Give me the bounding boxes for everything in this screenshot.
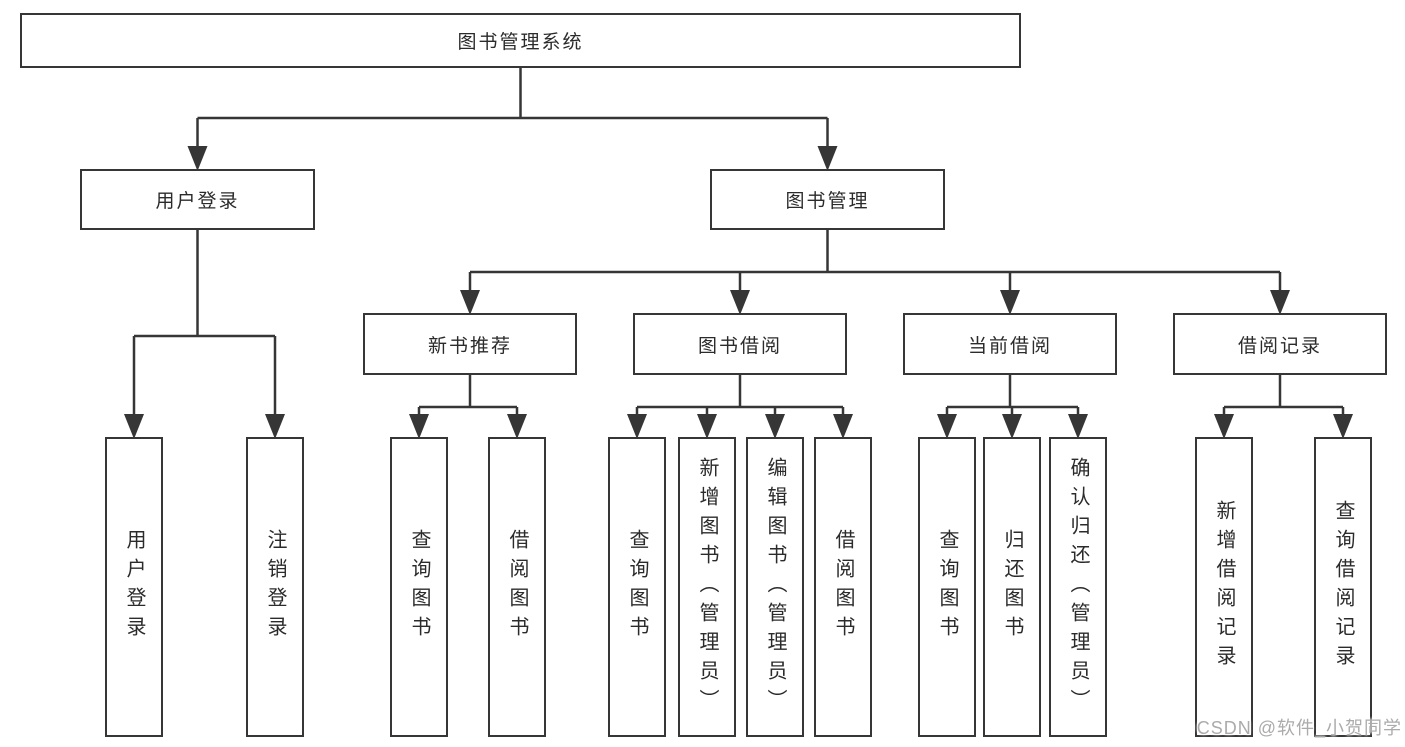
node-current-borrowing: 当前借阅: [903, 313, 1117, 375]
node-book-management: 图书管理: [710, 169, 945, 230]
node-label: 用户登录: [155, 191, 240, 212]
leaf-query-borrow-record: 查询借阅记录: [1314, 437, 1372, 737]
node-label: 新增借阅记录: [1213, 500, 1235, 674]
leaf-borrow-books: 借阅图书: [488, 437, 546, 737]
node-label: 借阅记录: [1237, 335, 1322, 357]
leaf-logout: 注销登录: [246, 437, 304, 737]
node-label: 图书管理: [785, 191, 870, 212]
node-label: 借阅图书: [506, 529, 528, 645]
node-label: 图书管理系统: [457, 32, 584, 53]
node-new-book-recommendation: 新书推荐: [363, 313, 577, 375]
node-label: 新书推荐: [427, 335, 512, 357]
leaf-edit-books-admin: 编辑图书（管理员）: [746, 437, 804, 737]
node-borrowing-records: 借阅记录: [1173, 313, 1387, 375]
node-label: 确认归还（管理员）: [1067, 456, 1089, 718]
csdn-watermark: CSDN @软件_小贺同学: [1196, 718, 1402, 738]
node-book-borrowing: 图书借阅: [633, 313, 847, 375]
node-label: 用户登录: [123, 529, 145, 645]
leaf-query-books: 查询图书: [608, 437, 666, 737]
node-label: 借阅图书: [832, 529, 854, 645]
node-label: 查询图书: [936, 529, 958, 645]
leaf-query-books: 查询图书: [918, 437, 976, 737]
leaf-return-books: 归还图书: [983, 437, 1041, 737]
node-label: 新增图书（管理员）: [696, 456, 718, 718]
node-label: 当前借阅: [967, 335, 1052, 357]
leaf-confirm-return-admin: 确认归还（管理员）: [1049, 437, 1107, 737]
leaf-add-books-admin: 新增图书（管理员）: [678, 437, 736, 737]
leaf-borrow-books: 借阅图书: [814, 437, 872, 737]
leaf-add-borrow-record: 新增借阅记录: [1195, 437, 1253, 737]
node-label: 图书借阅: [697, 335, 782, 357]
node-label: 归还图书: [1001, 529, 1023, 645]
node-user-login: 用户登录: [80, 169, 315, 230]
node-library-management-system: 图书管理系统: [20, 13, 1021, 68]
node-label: 编辑图书（管理员）: [764, 456, 786, 718]
leaf-user-login: 用户登录: [105, 437, 163, 737]
node-label: 查询图书: [626, 529, 648, 645]
node-label: 查询图书: [408, 529, 430, 645]
leaf-query-books: 查询图书: [390, 437, 448, 737]
node-label: 注销登录: [264, 529, 286, 645]
node-label: 查询借阅记录: [1332, 500, 1354, 674]
